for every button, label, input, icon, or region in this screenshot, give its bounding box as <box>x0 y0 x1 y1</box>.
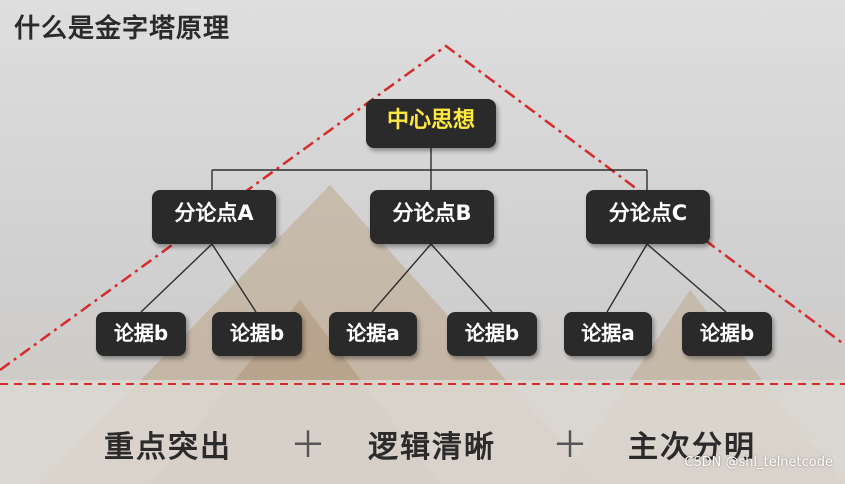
point-b-node: 分论点B <box>370 190 494 244</box>
plus-sign: ＋ <box>552 416 588 468</box>
evidence-node: 论据a <box>564 312 652 356</box>
evidence-node: 论据b <box>212 312 302 356</box>
point-a-node: 分论点A <box>152 190 276 244</box>
plus-sign: ＋ <box>290 416 326 468</box>
evidence-node: 论据b <box>682 312 772 356</box>
watermark: CSDN @shl_telnetcode <box>684 455 833 470</box>
evidence-node: 论据b <box>96 312 186 356</box>
principle-2: 逻辑清晰 <box>368 422 496 466</box>
principle-1: 重点突出 <box>104 422 232 466</box>
point-c-node: 分论点C <box>586 190 710 244</box>
page-title: 什么是金字塔原理 <box>14 8 230 45</box>
evidence-node: 论据b <box>447 312 537 356</box>
central-idea-node: 中心思想 <box>366 99 496 148</box>
evidence-node: 论据a <box>329 312 417 356</box>
